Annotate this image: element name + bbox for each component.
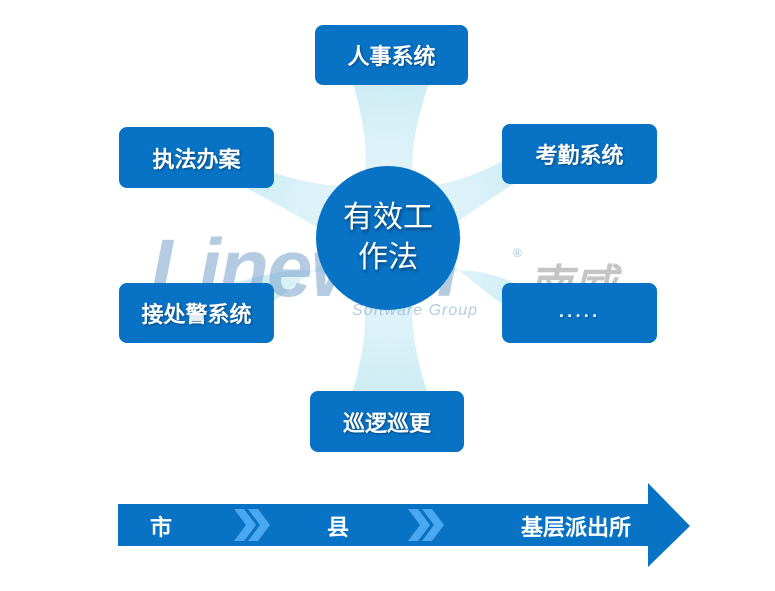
node-more: ..... (502, 283, 657, 343)
level-county: 县 (327, 516, 350, 541)
node-alarm: 接处警系统 (119, 283, 274, 343)
node-hr: 人事系统 (315, 25, 468, 85)
node-law: 执法办案 (119, 127, 274, 188)
center-circle: 有效工 作法 (316, 166, 460, 310)
center-line2: 作法 (358, 240, 418, 275)
node-attendance: 考勤系统 (502, 124, 657, 184)
arrow-shape (118, 483, 690, 567)
beam-hr (330, 80, 446, 238)
node-patrol: 巡逻巡更 (310, 391, 464, 452)
level-station: 基层派出所 (521, 516, 632, 541)
chevron-icon (234, 509, 270, 541)
chevron-icon (408, 509, 444, 541)
center-line1: 有效工 (343, 200, 433, 235)
level-city: 市 (150, 516, 173, 541)
watermark-registered: ® (513, 246, 522, 260)
